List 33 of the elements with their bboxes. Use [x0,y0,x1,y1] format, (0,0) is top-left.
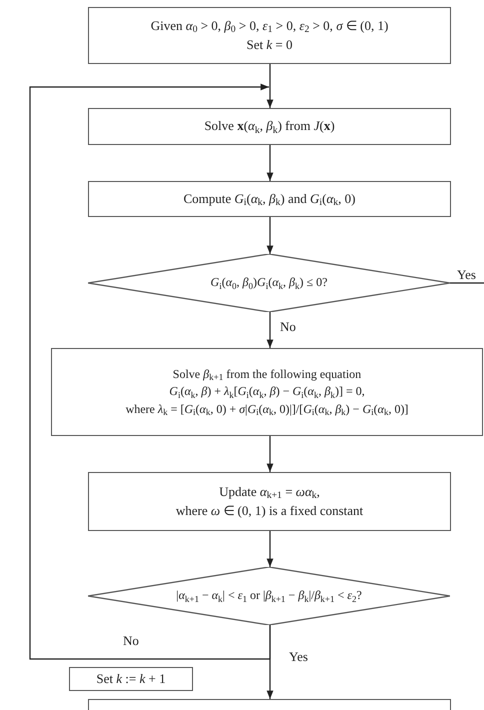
process-box [69,667,193,691]
process-box [88,7,451,64]
node-text: Update α$_{k+1}$ = ωα$_{k}$, [219,482,320,502]
node-text: where ω ∈ (0, 1) is a fixed constant [176,502,364,520]
arrow [29,84,271,660]
edge-label: No [122,634,140,647]
arrow [266,64,274,108]
process-box [88,108,451,145]
arrow [266,145,274,181]
arrow [266,436,274,472]
process-box [88,181,451,217]
decision-diamond [88,567,450,625]
process-box [88,472,451,531]
decision-diamond [88,254,450,312]
arrow [266,625,274,699]
node-text: Set k = 0 [246,36,292,54]
node-text: |α$_{k+1}$ − α$_{k}$| < ε$_{1}$ or |β$_{k+1}$ − β$_{k}$|/β$_{k+1}$ < ε$_{2}$? [176,587,362,605]
arrow [266,217,274,254]
arrow [266,312,274,348]
node-text: G$_{i}$(α$_{k}$, β) + λ$_{k}$[G$_{i}$(α$_{k}$, β) − G$_{i}$(α$_{k}$, β$_{k}$)] = 0, [169,383,365,401]
node-text: Solve x(α$_{k}$, β$_{k}$) from J(x) [204,117,335,136]
node-text: Set k := k + 1 [96,670,166,688]
edge-label: No [279,320,297,333]
node-text: Given α$_{0}$ > 0, β$_{0}$ > 0, ε$_{1}$ > 0, ε$_{2}$ > 0, σ ∈ (0, 1) [150,16,388,36]
edge-label: Yes [456,268,477,281]
node-text: Compute G$_{i}$(α$_{k}$, β$_{k}$) and G$_{i}$(α$_{k}$, 0) [183,190,356,208]
process-box [88,699,451,710]
node-text: where λ$_{k}$ = [G$_{i}$(α$_{k}$, 0) + σ|G$_{i}$(α$_{k}$, 0)|]/[G$_{i}$(α$_{k}$, β$_{k}$) − G$_{i}$(α$_{k}$, 0)] [126,400,408,418]
process-box [51,348,483,436]
node-text: Solve β$_{k+1}$ from the following equation [172,366,362,384]
node-text: G$_{i}$(α$_{0}$, β$_{0}$)G$_{i}$(α$_{k}$, β$_{k}$) ≤ 0? [210,274,328,292]
edge-label: Yes [288,650,309,663]
arrow [266,531,274,567]
